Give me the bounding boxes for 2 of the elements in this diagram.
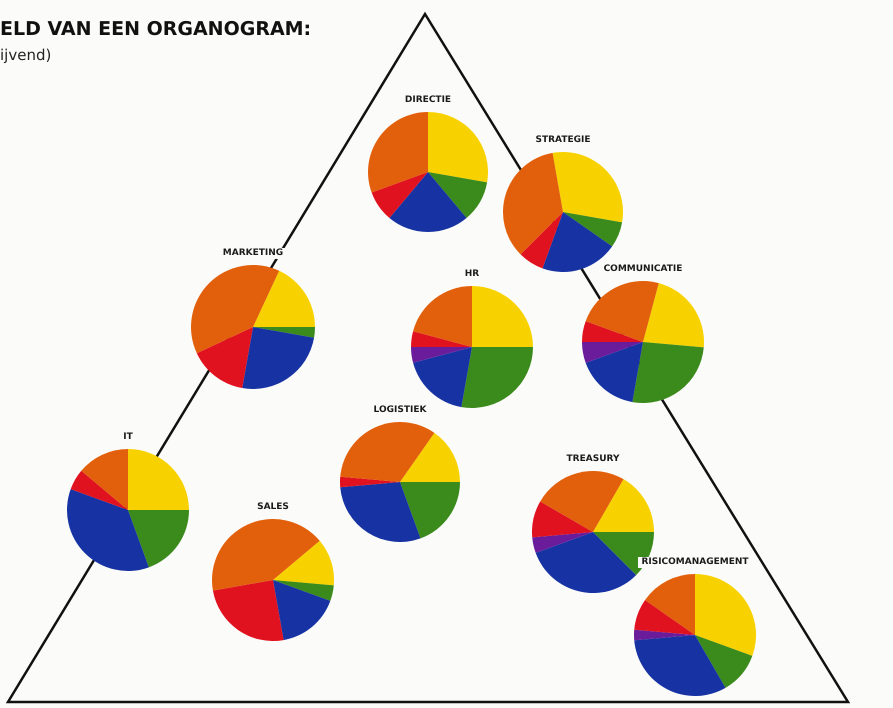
subtitle: ijvend) [0, 46, 52, 64]
title: ELD VAN EEN ORGANOGRAM: [0, 18, 312, 40]
